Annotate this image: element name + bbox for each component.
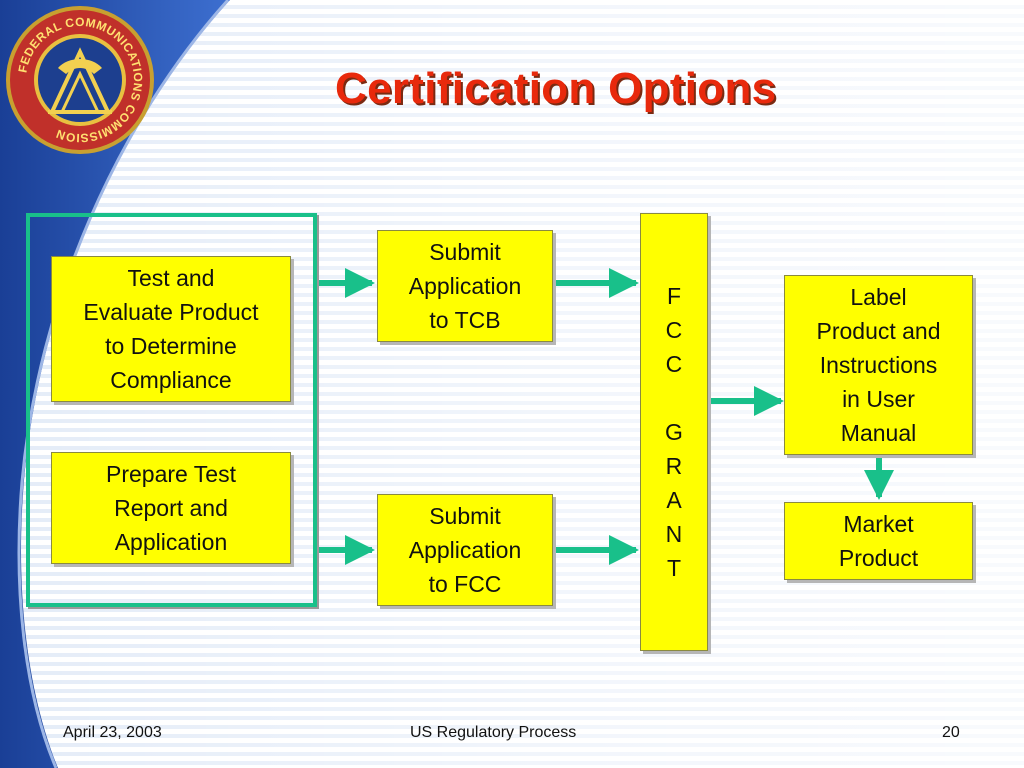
slide-title: Certification Options xyxy=(335,64,777,113)
footer-date: April 23, 2003 xyxy=(63,724,162,741)
page-number: 20 xyxy=(942,724,960,741)
applicant-steps-group xyxy=(26,213,317,607)
submit-fcc-text: Submit Application to FCC xyxy=(408,503,522,597)
footer-title: US Regulatory Process xyxy=(410,724,577,741)
label-product-text: Label Product and Instructions in User M… xyxy=(816,284,941,446)
test-evaluate-box: Test and Evaluate Product to Determine C… xyxy=(51,256,291,402)
market-product-box: Market Product xyxy=(784,502,973,580)
submit-fcc-box: Submit Application to FCC xyxy=(377,494,553,606)
fcc-grant-text: F C C G R A N T xyxy=(665,283,683,581)
submit-tcb-box: Submit Application to TCB xyxy=(377,230,553,342)
fcc-grant-box: F C C G R A N T xyxy=(640,213,708,651)
test-evaluate-text: Test and Evaluate Product to Determine C… xyxy=(83,265,259,393)
prepare-report-text: Prepare Test Report and Application xyxy=(106,461,236,555)
market-product-text: Market Product xyxy=(838,511,919,571)
fcc-seal-logo: FEDERAL COMMUNICATIONS COMMISSION xyxy=(6,6,154,154)
prepare-report-box: Prepare Test Report and Application xyxy=(51,452,291,564)
submit-tcb-text: Submit Application to TCB xyxy=(408,239,522,333)
label-product-box: Label Product and Instructions in User M… xyxy=(784,275,973,455)
